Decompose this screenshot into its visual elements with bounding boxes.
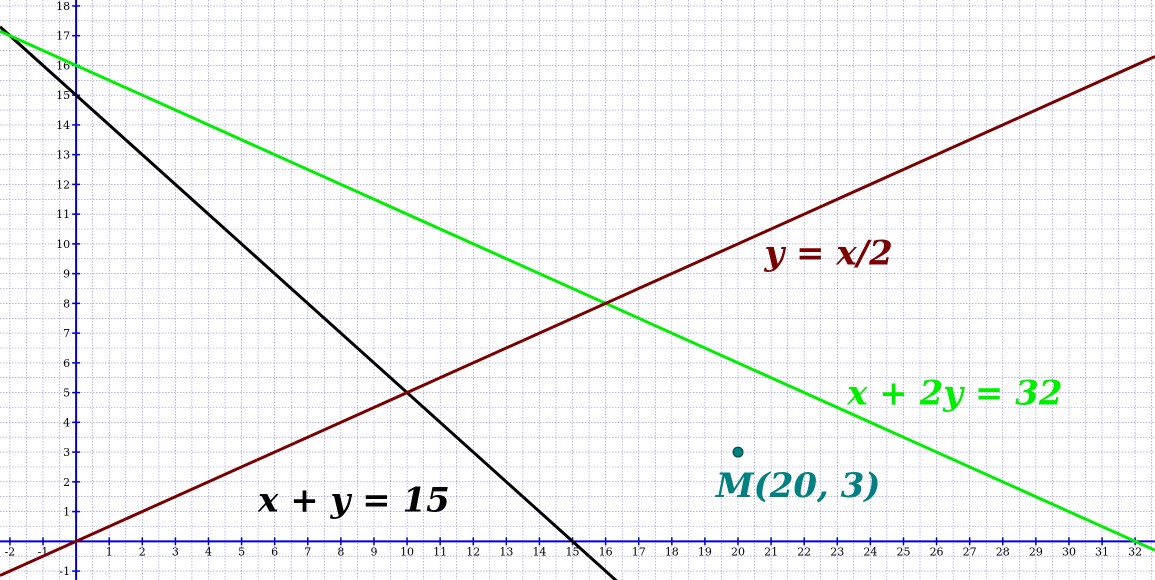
x-tick-label: 14 (532, 545, 546, 558)
x-tick-label: 12 (466, 545, 480, 558)
x-tick-label: 19 (698, 545, 712, 558)
equation-label-x-plus-2y: x + 2y = 32 (846, 374, 1062, 414)
x-tick-label: 29 (1029, 545, 1043, 558)
x-tick-label: 13 (499, 545, 513, 558)
x-tick-label: 10 (400, 545, 414, 558)
y-tick-label: 1 (63, 506, 70, 519)
series-line-0 (0, 25, 618, 580)
x-tick-label: 1 (106, 545, 113, 558)
x-tick-label: 5 (238, 545, 245, 558)
point-m-dot (732, 446, 744, 458)
x-tick-label: 21 (764, 545, 778, 558)
equation-label-y-half-x: y = x/2 (763, 234, 892, 274)
y-tick-label: 15 (56, 89, 70, 102)
y-tick-label: 7 (63, 327, 70, 340)
x-tick-label: 30 (1062, 545, 1076, 558)
y-tick-label: 5 (63, 387, 70, 400)
x-tick-label: 6 (271, 545, 278, 558)
point-m: M(20, 3) (715, 446, 880, 506)
x-tick-label: 23 (830, 545, 844, 558)
equation-labels: x + y = 15 x + 2y = 32 y = x/2 (257, 234, 1062, 521)
x-tick-label: 11 (433, 545, 447, 558)
y-tick-label: 9 (63, 268, 70, 281)
equation-label-x-plus-y: x + y = 15 (257, 481, 450, 521)
y-tick-label: 8 (63, 297, 70, 310)
x-tick-label: -2 (5, 545, 16, 558)
series-line-1 (0, 29, 1155, 552)
x-tick-label: 32 (1128, 545, 1142, 558)
y-tick-label: 6 (63, 357, 70, 370)
x-tick-label: 7 (304, 545, 311, 558)
y-tick-label: 18 (56, 0, 70, 13)
x-tick-label: 4 (205, 545, 212, 558)
series-line-2 (0, 55, 1155, 577)
y-tick-label: 4 (63, 416, 70, 429)
x-tick-label: -1 (38, 545, 49, 558)
x-tick-label: 22 (797, 545, 811, 558)
y-tick-label: 3 (63, 446, 70, 459)
y-tick-label: 10 (56, 238, 70, 251)
y-tick-label: 2 (63, 476, 70, 489)
y-tick-label: 12 (56, 178, 70, 191)
x-tick-label: 24 (863, 545, 877, 558)
x-tick-label: 20 (731, 545, 745, 558)
y-tick-label: 17 (56, 30, 70, 43)
x-tick-label: 25 (896, 545, 910, 558)
point-m-label: M(20, 3) (715, 466, 880, 506)
series-lines (0, 25, 1155, 580)
x-tick-label: 9 (370, 545, 377, 558)
y-tick-label: -1 (59, 565, 70, 578)
x-tick-label: 31 (1095, 545, 1109, 558)
x-tick-label: 3 (172, 545, 179, 558)
y-tick-label: 13 (56, 149, 70, 162)
x-tick-label: 18 (665, 545, 679, 558)
x-tick-label: 2 (139, 545, 146, 558)
x-tick-label: 27 (963, 545, 977, 558)
x-tick-label: 8 (337, 545, 344, 558)
x-tick-label: 16 (599, 545, 613, 558)
x-tick-label: 15 (566, 545, 580, 558)
y-tick-label: 11 (56, 208, 70, 221)
y-tick-label: 14 (56, 119, 70, 132)
x-tick-label: 26 (930, 545, 944, 558)
x-tick-label: 17 (632, 545, 646, 558)
x-tick-label: 28 (996, 545, 1010, 558)
